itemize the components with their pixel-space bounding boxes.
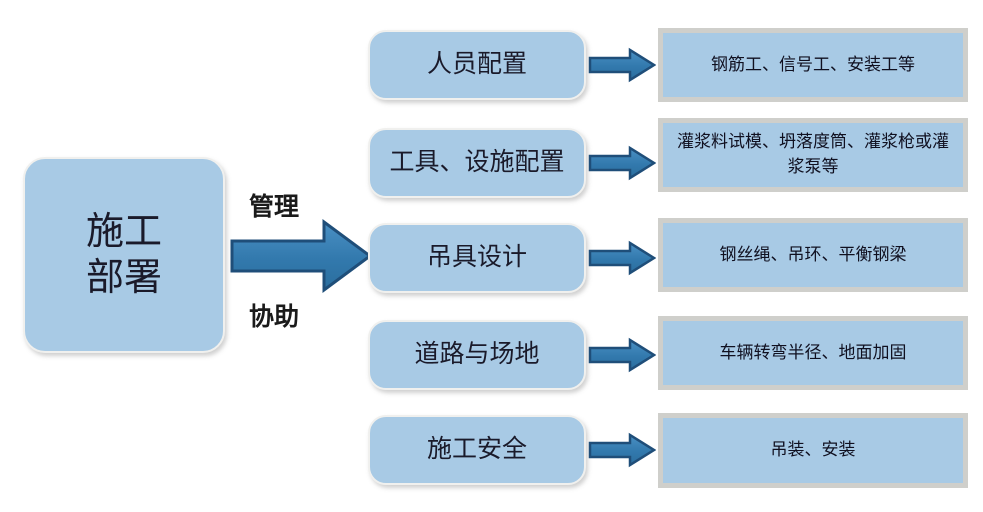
right-arrow-icon-2	[588, 145, 656, 181]
right-arrow-icon-1	[588, 47, 656, 83]
detail-box-5[interactable]: 吊装、安装	[658, 413, 968, 488]
category-box-2[interactable]: 工具、设施配置	[368, 128, 586, 198]
detail-label-4: 车辆转弯半径、地面加固	[719, 342, 907, 362]
right-arrow-icon-main	[230, 219, 372, 293]
detail-box-3[interactable]: 钢丝绳、吊环、平衡钢梁	[658, 218, 968, 292]
detail-label-3: 钢丝绳、吊环、平衡钢梁	[719, 244, 907, 264]
category-label-3: 吊具设计	[426, 243, 527, 271]
relation-label-manage: 管理	[249, 194, 300, 221]
root-node-construction-deployment[interactable]: 施工 部署	[23, 157, 225, 353]
root-node-label-line1: 施工	[85, 210, 162, 253]
category-box-3[interactable]: 吊具设计	[368, 223, 586, 293]
detail-box-1[interactable]: 钢筋工、信号工、安装工等	[658, 28, 968, 102]
detail-label-5: 吊装、安装	[770, 440, 856, 460]
detail-label-2: 灌浆料试模、坍落度筒、灌浆枪或灌浆泵等	[677, 132, 949, 176]
detail-box-4[interactable]: 车辆转弯半径、地面加固	[658, 316, 968, 390]
root-node-label-line2: 部署	[85, 257, 162, 299]
category-box-4[interactable]: 道路与场地	[368, 320, 586, 390]
category-label-2: 工具、设施配置	[389, 148, 565, 176]
right-arrow-icon-4	[588, 337, 656, 373]
right-arrow-icon-3	[588, 240, 656, 276]
root-node-label: 施工 部署	[86, 209, 162, 302]
detail-label-1: 钢筋工、信号工、安装工等	[711, 54, 915, 74]
detail-box-2[interactable]: 灌浆料试模、坍落度筒、灌浆枪或灌浆泵等	[658, 118, 968, 192]
category-box-5[interactable]: 施工安全	[368, 415, 586, 485]
category-label-1: 人员配置	[426, 50, 527, 78]
category-label-4: 道路与场地	[414, 340, 540, 368]
category-label-5: 施工安全	[426, 435, 527, 463]
right-arrow-icon-5	[588, 432, 656, 468]
relation-label-assist: 协助	[249, 304, 300, 331]
category-box-1[interactable]: 人员配置	[368, 30, 586, 100]
